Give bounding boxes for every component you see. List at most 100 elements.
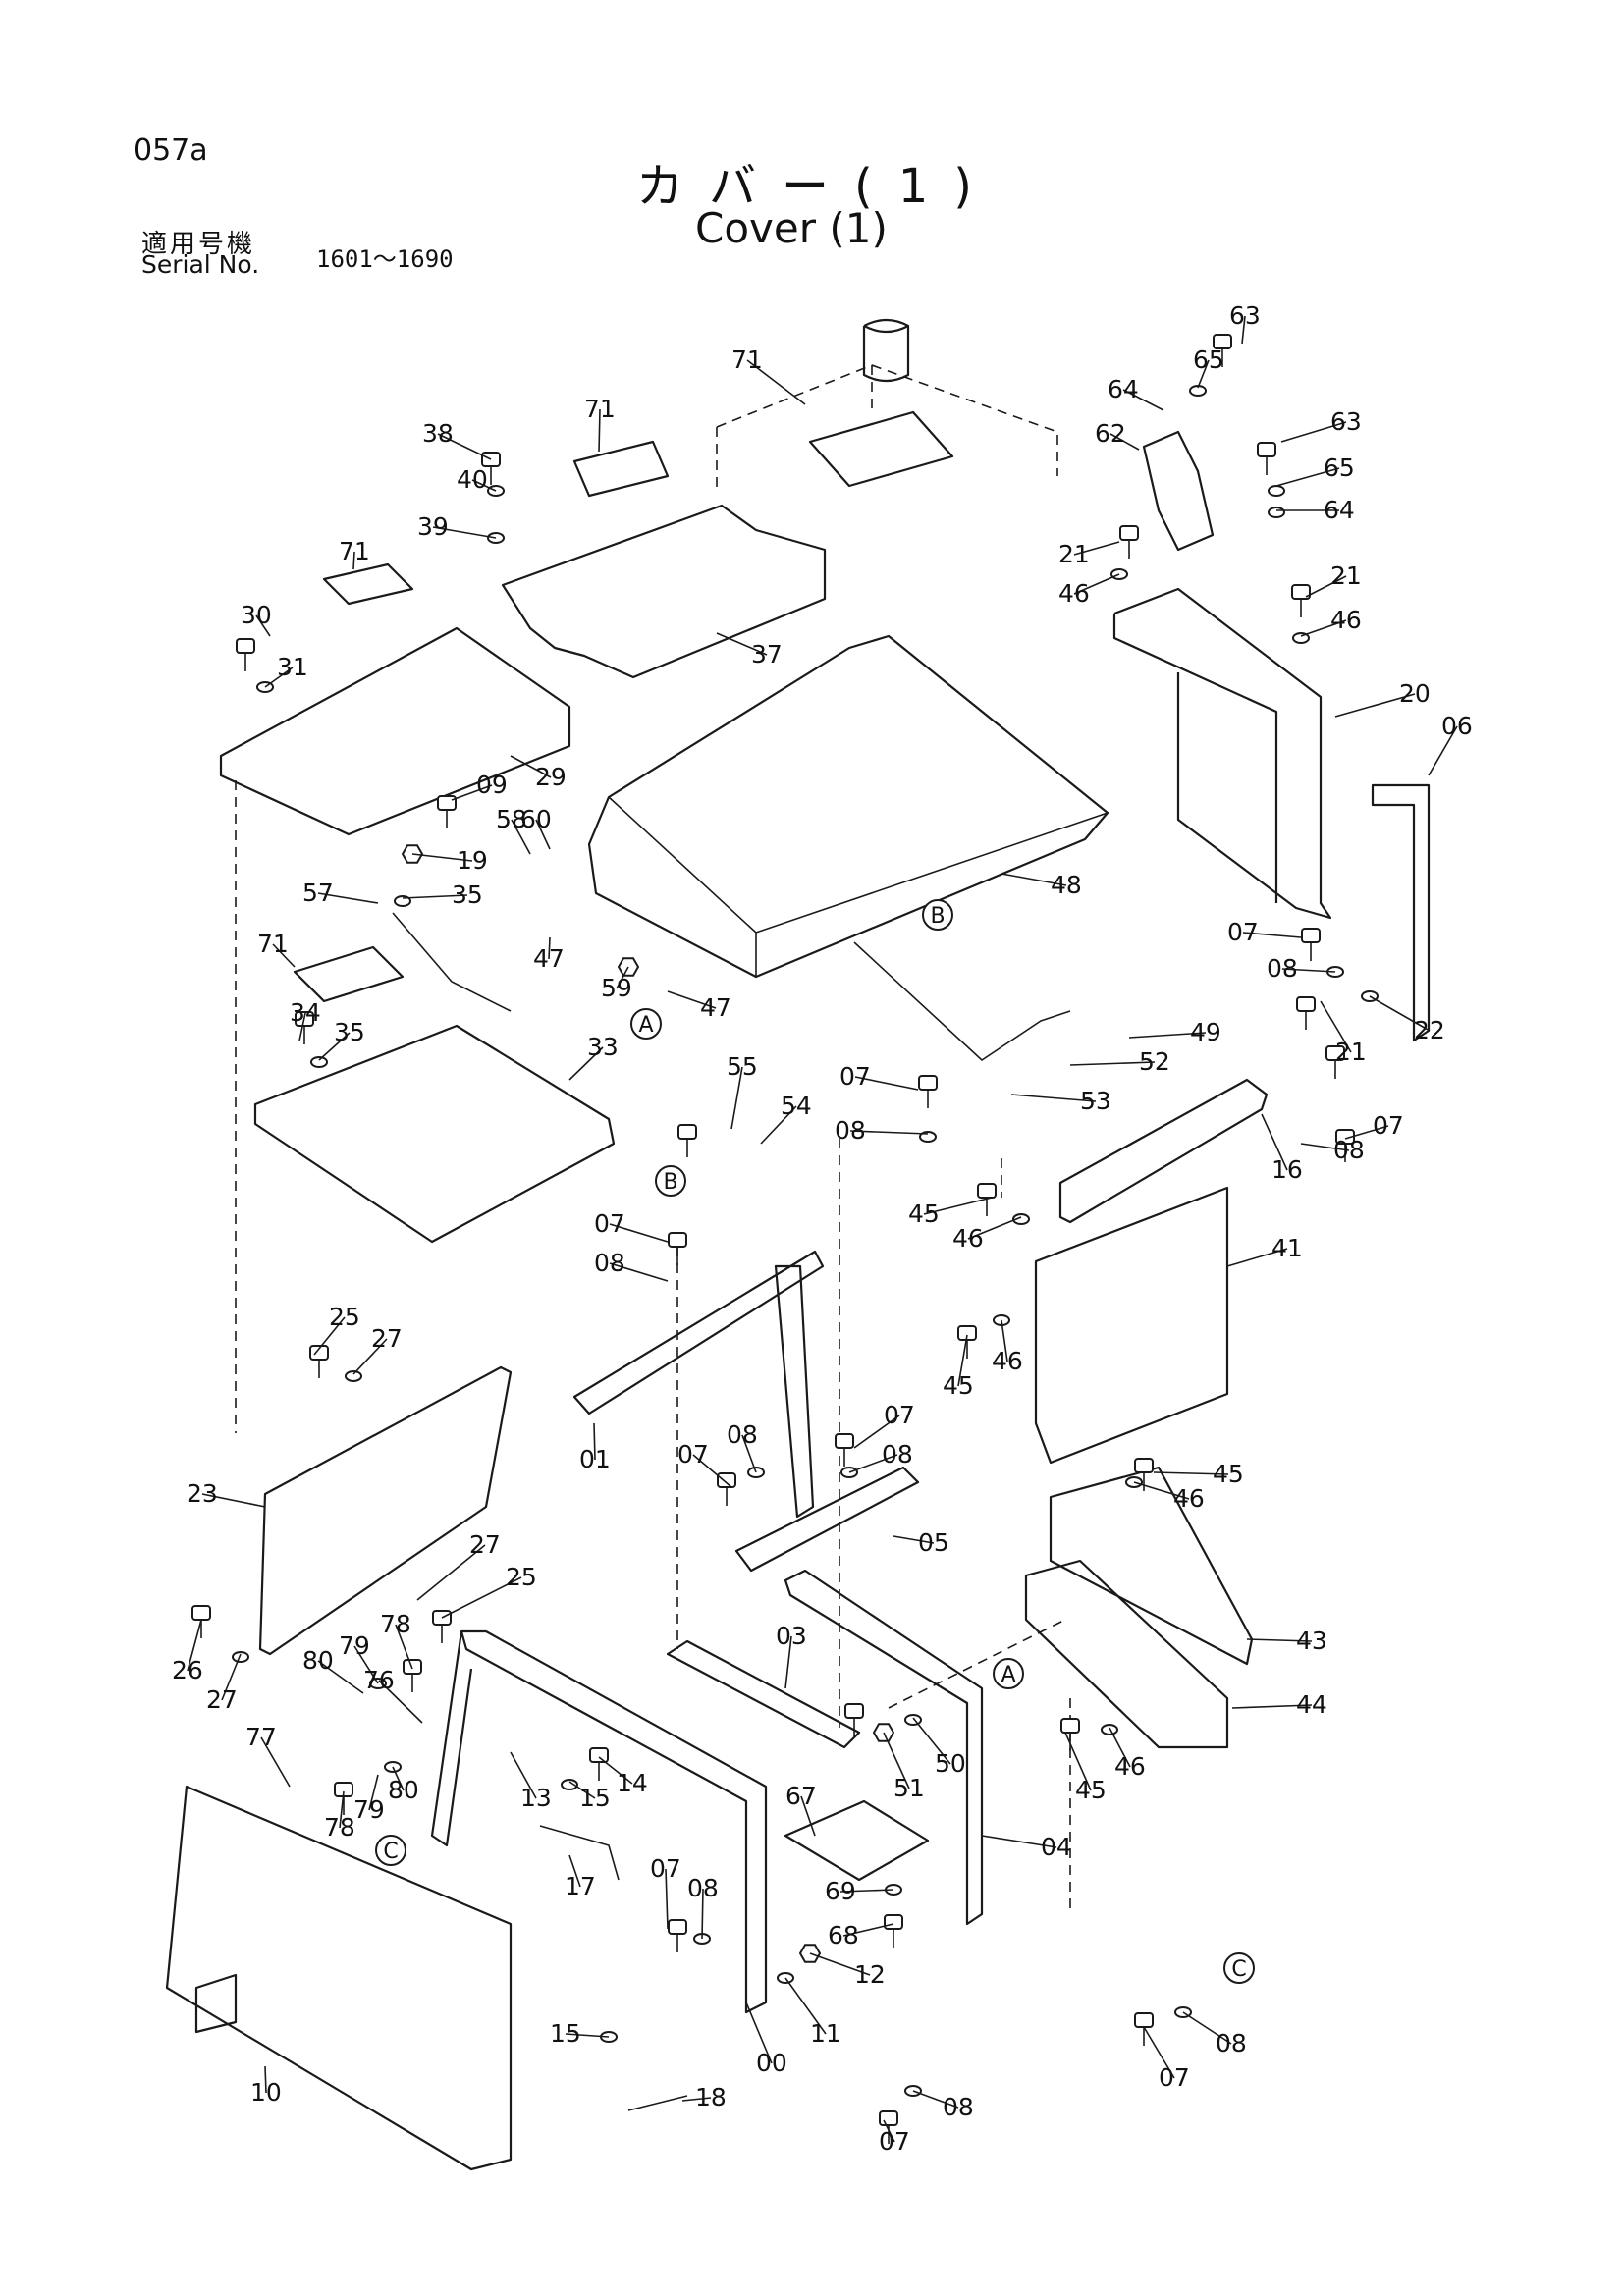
- leader-line: [1300, 1143, 1350, 1151]
- muffler-stack: [862, 318, 910, 383]
- leader-line: [701, 1888, 704, 1940]
- callout-71: 71: [339, 537, 370, 570]
- callout-number: 78: [324, 1813, 355, 1842]
- bolt-icon: [918, 1075, 938, 1108]
- decal-71-b: [572, 440, 670, 498]
- callout-number: 13: [520, 1784, 552, 1812]
- leader-line: [1280, 421, 1347, 443]
- circled-letter-icon: C: [1223, 1952, 1255, 1984]
- callout-64: 64: [1276, 496, 1355, 524]
- leader-line: [565, 2033, 610, 2038]
- callout-number: 05: [918, 1528, 949, 1557]
- circled-letter-icon: C: [375, 1835, 406, 1866]
- callout-number: 14: [617, 1769, 648, 1797]
- circled-letter-icon: B: [922, 899, 953, 931]
- leader-line: [667, 990, 717, 1009]
- callout-15: 15: [568, 1781, 611, 1812]
- callout-number: 53: [1080, 1087, 1111, 1115]
- callout-number: 63: [1330, 407, 1362, 436]
- leader-line: [392, 1766, 405, 1791]
- washer-icon: [310, 1056, 328, 1068]
- callout-44: 44: [1231, 1690, 1327, 1719]
- callout-number: 31: [277, 653, 308, 681]
- callout-58: 58: [496, 805, 531, 855]
- callout-71: 71: [584, 395, 616, 453]
- circled-letter-icon: A: [630, 1008, 662, 1040]
- callout-number: 35: [334, 1018, 365, 1046]
- callout-number: 76: [363, 1666, 395, 1694]
- washer-icon: [1292, 632, 1310, 644]
- leader-line: [981, 1835, 1057, 1848]
- leader-line: [1153, 1471, 1229, 1475]
- leader-line: [893, 1535, 935, 1544]
- plate-44: [1024, 1559, 1229, 1749]
- bolt-icon: [236, 638, 255, 671]
- callout-18: 18: [681, 2083, 727, 2111]
- washer-icon: [1101, 1724, 1118, 1735]
- leader-line: [853, 1415, 900, 1449]
- callout-number: 77: [245, 1723, 277, 1751]
- title-english: Cover (1): [695, 204, 888, 252]
- callout-79: 79: [353, 1774, 385, 1824]
- leader-line: [760, 1105, 797, 1145]
- callout-16: 16: [1261, 1113, 1303, 1184]
- callout-number: 46: [1173, 1484, 1205, 1513]
- callout-31: 31: [264, 653, 308, 688]
- callout-51: 51: [883, 1732, 925, 1802]
- callout-41: 41: [1226, 1234, 1303, 1267]
- circled-letter-icon: A: [993, 1658, 1024, 1689]
- leader-line: [255, 614, 271, 637]
- callout-67: 67: [785, 1782, 817, 1837]
- leader-line: [746, 359, 806, 405]
- callout-46: 46: [952, 1216, 1022, 1253]
- callout-number: 62: [1095, 419, 1126, 448]
- callout-46: 46: [1109, 1727, 1146, 1781]
- beam-05: [734, 1466, 920, 1573]
- callout-number: 11: [810, 2019, 841, 2048]
- callout-35: 35: [402, 881, 483, 909]
- leader-line: [339, 1790, 345, 1829]
- leader-line: [352, 1338, 388, 1375]
- callout-number: 48: [1051, 871, 1082, 899]
- callout-number: 71: [584, 395, 616, 423]
- panel-41: [1034, 1186, 1229, 1465]
- leader-line: [848, 1454, 898, 1473]
- callout-number: 46: [1114, 1752, 1146, 1781]
- leader-line: [368, 1774, 379, 1811]
- callout-80: 80: [302, 1646, 364, 1694]
- bolt-icon: [1335, 1129, 1355, 1162]
- leader-line: [883, 1732, 910, 1789]
- leader-line: [317, 1660, 364, 1694]
- callout-number: 07: [1227, 918, 1259, 946]
- leader-line: [957, 1334, 968, 1387]
- callout-17: 17: [565, 1854, 596, 1900]
- serial-label-japanese: 適用号機: [141, 230, 256, 259]
- callout-01: 01: [579, 1422, 611, 1473]
- bolt-icon: [437, 795, 457, 828]
- callout-number: 15: [550, 2019, 581, 2048]
- bolt-icon: [432, 1610, 452, 1643]
- callout-number: 26: [172, 1656, 203, 1684]
- callout-number: 71: [339, 537, 370, 565]
- leader-line: [313, 1316, 346, 1356]
- callout-number: 07: [594, 1209, 625, 1238]
- reference-letter: B: [663, 1170, 677, 1195]
- leader-line: [1428, 725, 1458, 776]
- bolt-icon: [1134, 2012, 1154, 2046]
- leader-line: [298, 1012, 306, 1041]
- leader-line: [568, 1046, 604, 1081]
- reference-letter: C: [1231, 1957, 1246, 1982]
- leader-line: [883, 2119, 895, 2143]
- callout-33: 33: [568, 1033, 619, 1081]
- callout-number: 07: [1373, 1111, 1404, 1140]
- callout-52: 52: [1069, 1047, 1170, 1076]
- leader-line: [317, 892, 379, 904]
- callout-63: 63: [1229, 301, 1261, 345]
- callout-number: 17: [565, 1872, 596, 1900]
- leader-line: [1109, 433, 1140, 451]
- callout-number: 58: [496, 805, 527, 833]
- callout-number: 40: [457, 465, 488, 494]
- callout-number: 07: [677, 1440, 709, 1468]
- leader-line: [1305, 575, 1347, 598]
- callout-number: 07: [650, 1854, 681, 1883]
